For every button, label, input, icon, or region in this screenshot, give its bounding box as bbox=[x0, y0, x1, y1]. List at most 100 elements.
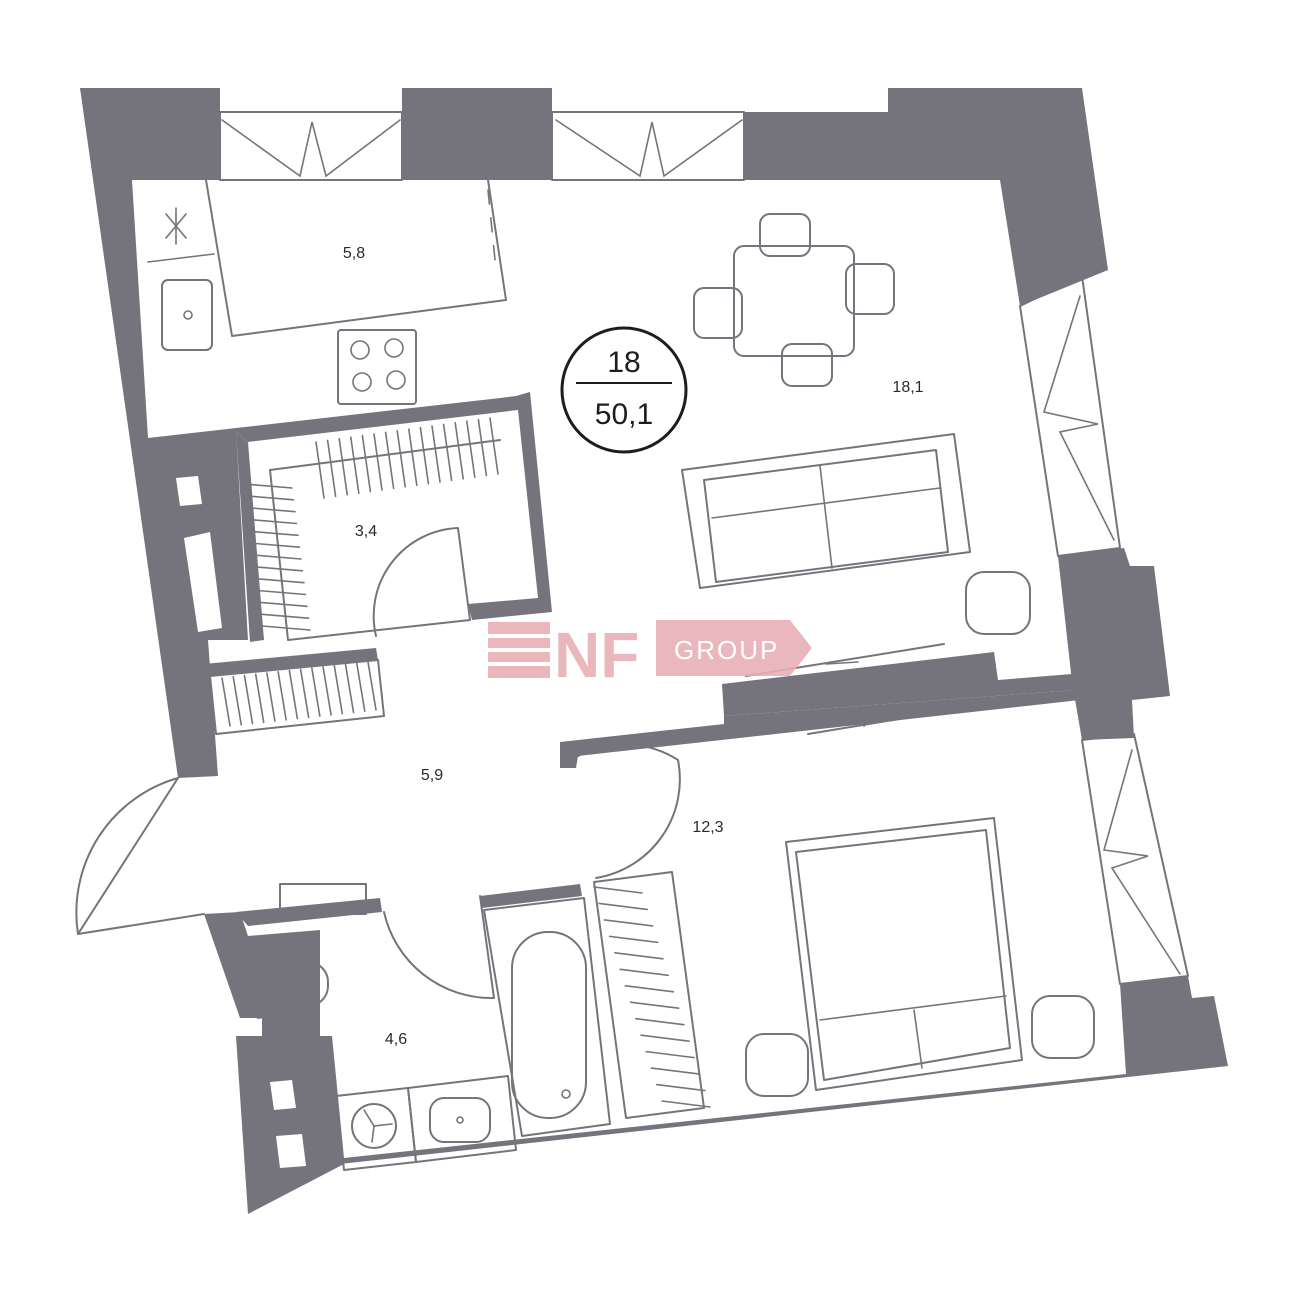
wall-niches bbox=[176, 476, 306, 1168]
hanger-stroke bbox=[593, 886, 643, 894]
apartment-number: 18 bbox=[607, 346, 640, 379]
shelf-icon bbox=[279, 883, 367, 915]
wardrobe-icon bbox=[593, 871, 711, 1119]
wall-segment bbox=[402, 88, 552, 180]
hanger-stroke bbox=[645, 1050, 696, 1059]
fridge-icon bbox=[165, 207, 187, 245]
bathtub-icon bbox=[483, 897, 611, 1137]
hanger-stroke bbox=[246, 506, 296, 513]
logo-tag bbox=[656, 620, 812, 676]
kitchen-fixtures bbox=[147, 179, 507, 405]
window-right-lower bbox=[1081, 733, 1189, 985]
hanger-rail-icon bbox=[221, 661, 377, 727]
hanger-stroke bbox=[277, 671, 287, 721]
window-right-upper bbox=[1019, 275, 1121, 557]
wardrobe-fixtures bbox=[243, 417, 501, 641]
bedroom-area-label: 12,3 bbox=[692, 819, 723, 836]
hanger-stroke bbox=[243, 483, 293, 489]
watermark-logo: NF GROUP bbox=[488, 619, 812, 691]
hanger-stroke bbox=[221, 677, 231, 727]
living-room-furniture bbox=[681, 213, 1031, 677]
hanger-stroke bbox=[243, 674, 254, 725]
hanger-stroke bbox=[661, 1100, 711, 1108]
hanger-stroke bbox=[250, 542, 301, 548]
bathroom-door bbox=[383, 895, 495, 1000]
hanger-stroke bbox=[266, 672, 276, 722]
hanger-stroke bbox=[598, 902, 649, 911]
hanger-stroke bbox=[299, 668, 310, 719]
hanger-stroke bbox=[384, 431, 395, 490]
walls bbox=[80, 88, 1228, 1214]
hanger-stroke bbox=[489, 417, 499, 475]
wall-segment bbox=[722, 652, 1076, 716]
hanger-stroke bbox=[311, 667, 321, 717]
hanger-stroke bbox=[258, 601, 308, 608]
hanger-stroke bbox=[361, 434, 372, 493]
hanger-stroke bbox=[259, 613, 310, 619]
apartment-total-area: 50,1 bbox=[595, 398, 653, 431]
window-top-middle bbox=[551, 111, 745, 181]
hanger-stroke bbox=[322, 666, 332, 716]
hanger-stroke bbox=[419, 426, 430, 485]
hanger-stroke bbox=[244, 495, 295, 501]
toilet-icon bbox=[247, 941, 329, 1019]
window-top-left bbox=[219, 111, 403, 181]
hanger-stroke bbox=[373, 433, 383, 491]
wall-segment bbox=[560, 690, 1080, 768]
wardrobe-area-label: 3,4 bbox=[355, 523, 377, 540]
hanger-stroke bbox=[338, 437, 349, 496]
hanger-stroke bbox=[655, 1083, 706, 1092]
bed-icon bbox=[785, 817, 1023, 1091]
hanger-stroke bbox=[315, 441, 325, 499]
hanger-stroke bbox=[355, 662, 366, 713]
hanger-stroke bbox=[608, 935, 659, 944]
cooktop-icon bbox=[337, 329, 417, 405]
hanger-stroke bbox=[261, 625, 311, 631]
bathroom-sink-icon bbox=[407, 1075, 517, 1163]
hanger-stroke bbox=[256, 589, 307, 596]
hanger-stroke bbox=[629, 1001, 680, 1010]
nightstand-icon bbox=[745, 1033, 809, 1097]
hanger-rail-icon bbox=[243, 483, 311, 631]
hanger-stroke bbox=[232, 675, 243, 726]
living-room-area-label: 18,1 bbox=[892, 379, 923, 396]
hanger-stroke bbox=[255, 577, 305, 584]
hanger-stroke bbox=[247, 518, 298, 525]
bedroom-door bbox=[577, 743, 681, 879]
wall-segment bbox=[204, 912, 320, 1040]
hanger-stroke bbox=[254, 673, 265, 724]
nightstand-icon bbox=[1031, 995, 1095, 1059]
hanger-stroke bbox=[619, 968, 669, 977]
bedroom-furniture bbox=[577, 711, 1095, 1119]
wall-segment bbox=[236, 1036, 344, 1214]
hanger-stroke bbox=[344, 663, 355, 714]
hanger-rail-icon bbox=[315, 417, 499, 499]
armchair-icon bbox=[965, 571, 1031, 635]
wall-segment bbox=[744, 88, 1108, 306]
hanger-stroke bbox=[650, 1067, 701, 1075]
hanger-stroke bbox=[326, 439, 337, 498]
wall-segment bbox=[236, 898, 382, 926]
hanger-stroke bbox=[635, 1017, 685, 1026]
bathroom-fixtures bbox=[247, 883, 611, 1171]
hanger-stroke bbox=[465, 420, 476, 479]
hanger-stroke bbox=[367, 661, 377, 711]
wall-segment bbox=[204, 648, 378, 676]
kitchen-sink-icon bbox=[161, 279, 213, 351]
hanger-stroke bbox=[396, 429, 407, 488]
logo-text: GROUP bbox=[674, 635, 779, 665]
hanger-stroke bbox=[253, 566, 304, 572]
hallway-wardrobe bbox=[209, 659, 385, 735]
hanger-stroke bbox=[640, 1034, 690, 1042]
wall-segment bbox=[236, 432, 264, 642]
wall-segment bbox=[480, 884, 582, 908]
hanger-stroke bbox=[477, 418, 488, 477]
hallway-area-label: 5,9 bbox=[421, 767, 443, 784]
logo-mark: NF bbox=[554, 619, 639, 691]
hanger-stroke bbox=[603, 919, 654, 927]
hanger-stroke bbox=[442, 423, 453, 482]
tv-icon bbox=[807, 711, 943, 735]
hanger-stroke bbox=[349, 436, 360, 495]
hanger-stroke bbox=[252, 554, 302, 560]
